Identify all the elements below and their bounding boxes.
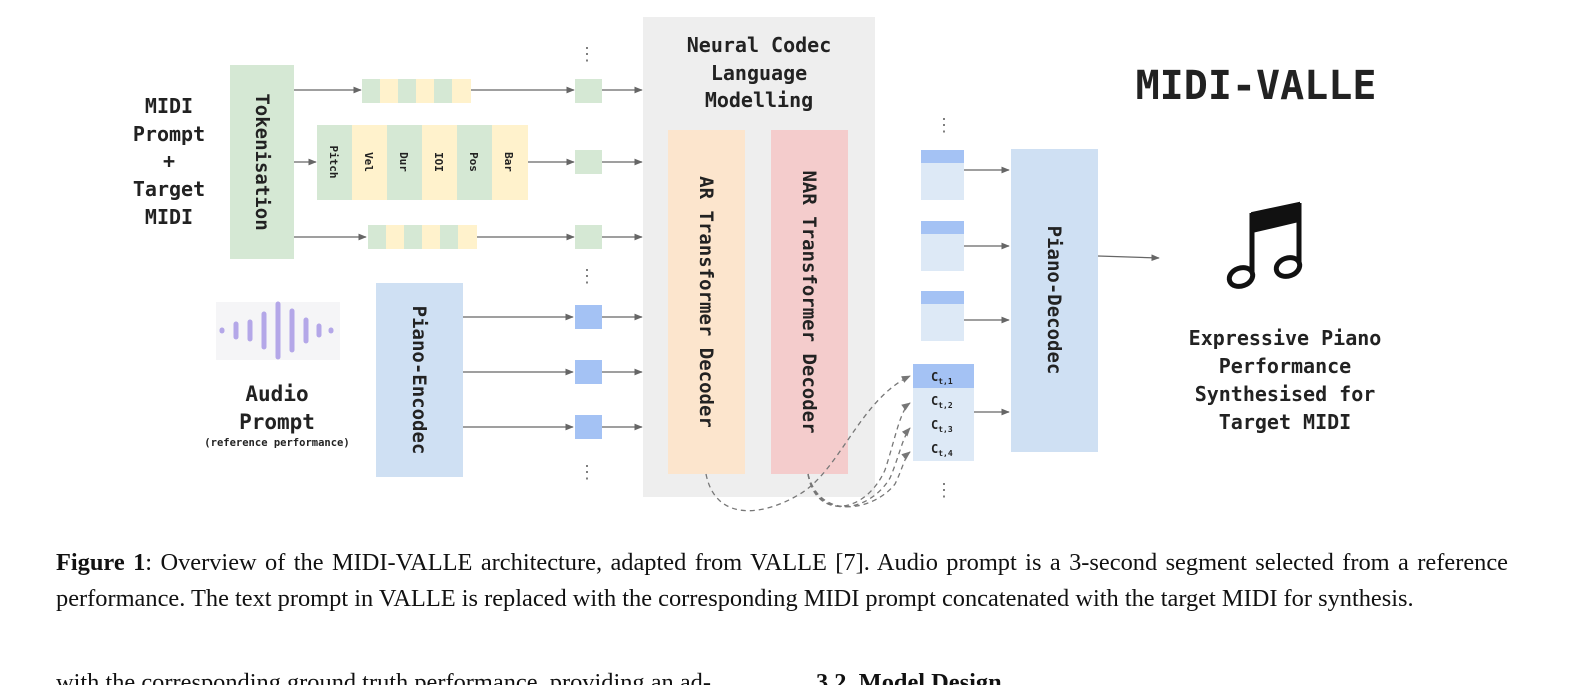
token-field-pitch: Pitch [327, 145, 340, 178]
midi-embed-token [575, 150, 602, 174]
token-field-ioi-cell [422, 125, 457, 200]
token-row-3-cell [422, 225, 440, 249]
audio-embed-token [575, 305, 602, 329]
ar-decoder-label: AR Transformer Decoder [695, 176, 717, 428]
caption-text: : Overview of the MIDI-VALLE architectur… [56, 549, 1508, 612]
cut-text-heading: 3.2. Model Design [816, 669, 1002, 685]
token-field-vel-cell [352, 125, 387, 200]
token-row-3-cell [368, 225, 386, 249]
token-row-3-cell [404, 225, 422, 249]
token-field-dur-cell [387, 125, 422, 200]
token-field-dur: Dur [397, 152, 410, 172]
token-row-3-cell [386, 225, 404, 249]
audio-prompt-label-line2: Prompt [239, 410, 315, 434]
piano-encodec-block [376, 283, 463, 477]
ar-decoder-block [668, 130, 745, 474]
ellipsis-mid: ⋮ [578, 266, 596, 287]
token-field-bar: Bar [502, 152, 515, 172]
output-label-line4: Target MIDI [1219, 410, 1351, 434]
codec-token-3: Ct,3 [931, 418, 953, 434]
midi-embed-token [575, 225, 602, 249]
token-field-bar-cell [492, 125, 528, 200]
token-field-vel: Vel [362, 152, 375, 172]
piano-encodec-label: Piano-Encodec [408, 306, 430, 455]
tokenisation-block [230, 65, 294, 259]
codec-stack-3-top [921, 291, 964, 304]
midi-label-line4: Target [133, 177, 205, 201]
nclm-label-line1: Neural Codec [687, 33, 832, 57]
token-field-pos: Pos [467, 152, 480, 172]
ellipsis-codec-bottom: ⋮ [935, 480, 953, 501]
midi-embed-token [575, 79, 602, 103]
token-row-1-cell [398, 79, 416, 103]
audio-prompt-label-line1: Audio [245, 382, 308, 406]
midi-label-line2: Prompt [133, 122, 205, 146]
token-row-1-cell [380, 79, 398, 103]
output-label-line1: Expressive Piano [1189, 326, 1382, 350]
codec-token-1: Ct,1 [931, 370, 953, 386]
figure-caption: Figure 1: Overview of the MIDI-VALLE arc… [56, 545, 1508, 617]
nar-decoder-label: NAR Transformer Decoder [798, 170, 820, 433]
ellipsis-bottom: ⋮ [578, 462, 596, 483]
token-row-3-cell [440, 225, 458, 249]
tokenisation-label: Tokenisation [251, 93, 273, 230]
nclm-label-line2: Language [711, 61, 807, 85]
codec-token-4: Ct,4 [931, 442, 953, 458]
piano-decodec-block [1011, 149, 1098, 452]
nclm-label-line3: Modelling [705, 88, 813, 112]
token-row-1-cell [416, 79, 434, 103]
nar-decoder-block [771, 130, 848, 474]
token-field-ioi: IOI [432, 152, 445, 172]
token-field-pos-cell [457, 125, 492, 200]
codec-stack-1-top [921, 150, 964, 163]
codec-stack-2-top [921, 221, 964, 234]
token-row-1-cell [452, 79, 471, 103]
architecture-diagram: Neural Codec Language Modelling AR Trans… [133, 17, 1382, 512]
token-row-1-cell [362, 79, 380, 103]
output-label-line3: Synthesised for [1195, 382, 1376, 406]
codec-token-2: Ct,2 [931, 394, 953, 410]
midi-label-line3: + [163, 149, 175, 173]
audio-embed-token [575, 360, 602, 384]
dashed-connectors [705, 375, 911, 512]
token-row-3-cell [458, 225, 477, 249]
token-field-pitch-cell [317, 125, 352, 200]
caption-label: Figure 1 [56, 549, 146, 576]
audio-waveform-icon [216, 301, 340, 360]
audio-prompt-sub: (reference performance) [204, 437, 349, 449]
midi-label-line1: MIDI [145, 94, 193, 118]
piano-decodec-label: Piano-Decodec [1043, 226, 1065, 375]
ellipsis-codec-top: ⋮ [935, 115, 953, 136]
token-row-1-cell [434, 79, 452, 103]
audio-embed-token [575, 415, 602, 439]
midi-label-line5: MIDI [145, 205, 193, 229]
output-label-line2: Performance [1219, 354, 1351, 378]
beamed-eighth-notes-icon [1226, 201, 1303, 289]
codec-token-1-bg [913, 364, 974, 388]
figure-title: MIDI-VALLE [1136, 63, 1377, 109]
cut-off-body-line: with the corresponding ground truth perf… [56, 668, 1508, 685]
ellipsis-top: ⋮ [578, 44, 596, 65]
cut-text-left: with the corresponding ground truth perf… [56, 669, 711, 685]
